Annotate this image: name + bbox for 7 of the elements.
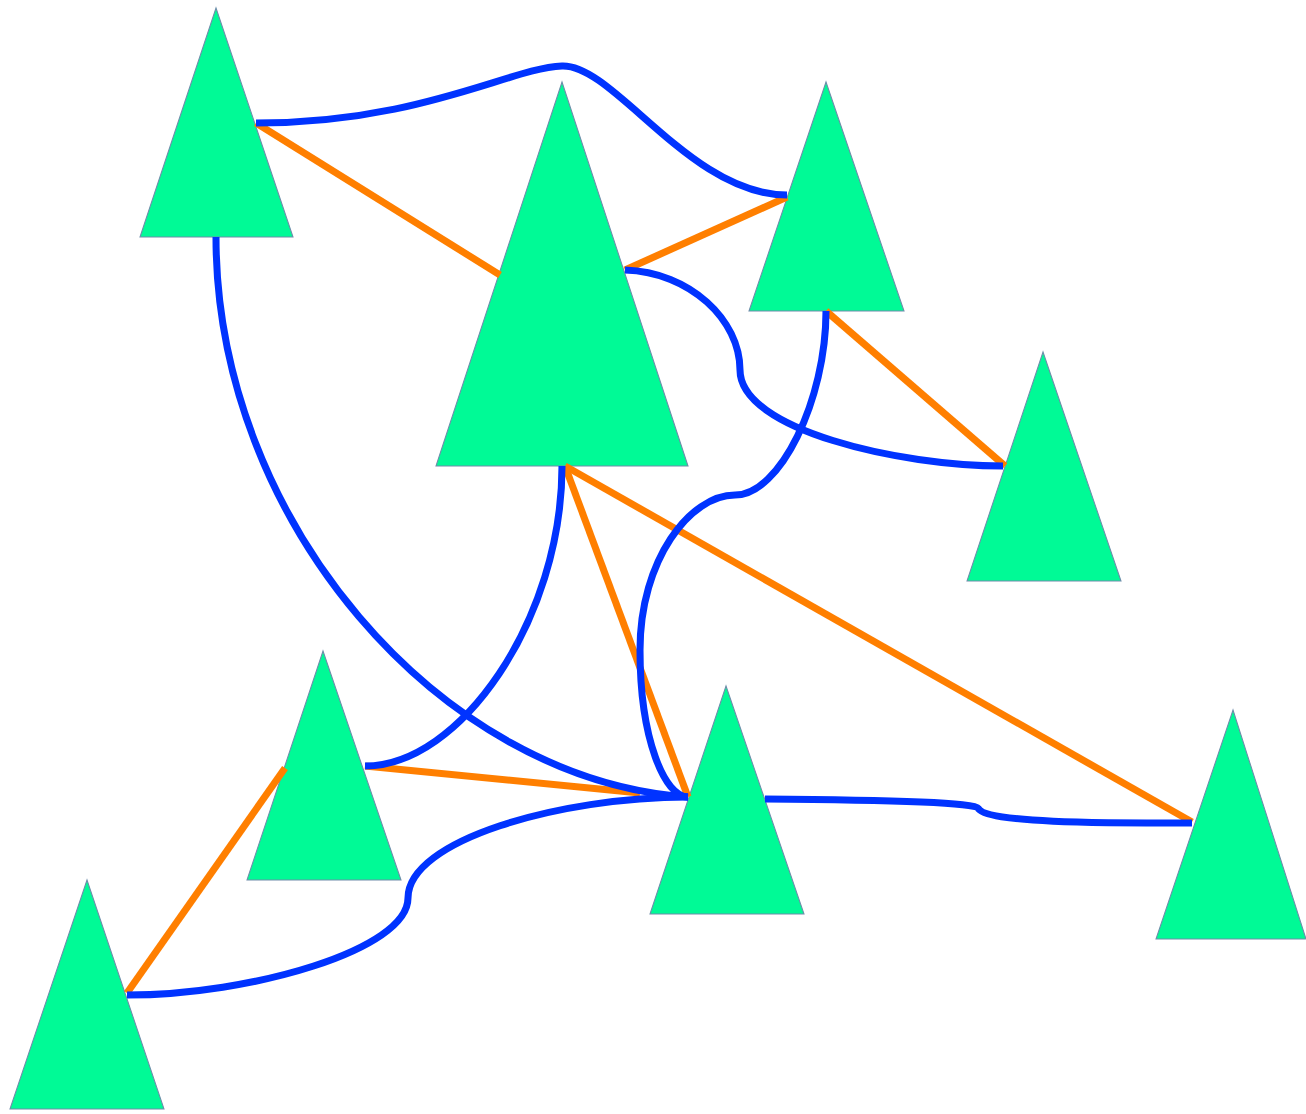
connector-line	[823, 308, 1008, 469]
connector-line	[255, 62, 788, 199]
connector-line	[126, 793, 689, 999]
connector-line	[124, 766, 288, 996]
connector-line	[364, 762, 641, 797]
connector-line	[624, 266, 1004, 470]
connector-line	[364, 465, 566, 770]
